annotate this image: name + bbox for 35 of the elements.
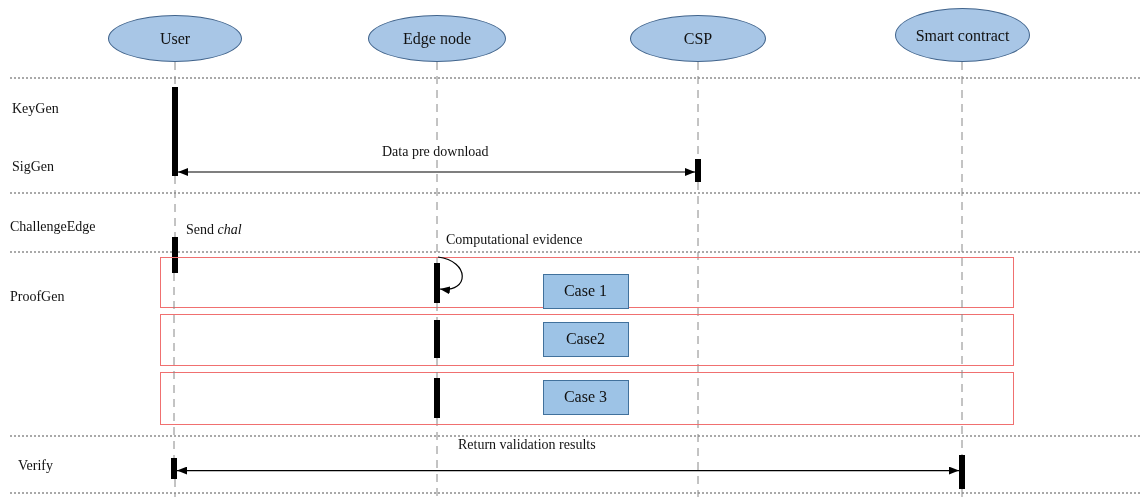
activation-bar	[959, 455, 965, 489]
participant-box: CSP	[630, 15, 766, 62]
case-box: Case 3	[542, 379, 629, 415]
activation-bar	[171, 458, 177, 479]
participant-box: User	[108, 15, 242, 62]
participant-box: Smart contract	[895, 8, 1030, 62]
lifeline	[173, 272, 175, 459]
phase-label: Verify	[18, 458, 53, 474]
case-box: Case2	[542, 321, 629, 357]
case-frame	[160, 372, 1014, 425]
arrow	[176, 466, 960, 475]
lifeline	[174, 175, 176, 238]
activation-bar	[172, 237, 178, 273]
phase-label: SigGen	[12, 159, 54, 175]
lifeline	[436, 61, 438, 264]
phase-label: KeyGen	[12, 101, 59, 117]
self-arrow	[437, 256, 463, 294]
case-frame	[160, 257, 1014, 308]
case-box: Case 1	[542, 273, 629, 309]
activation-bar	[433, 319, 440, 358]
edge-label: Data pre download	[380, 144, 491, 160]
activation-bar	[433, 377, 440, 418]
arrow	[177, 168, 696, 176]
edge-label: Computational evidence	[444, 232, 585, 248]
lifeline	[436, 302, 438, 321]
activation-bar	[433, 262, 440, 303]
lifeline	[961, 61, 963, 456]
message-label: Send chal	[186, 222, 242, 238]
activation-bar	[695, 159, 701, 182]
lifeline	[436, 357, 438, 379]
participant-box: Edge node	[368, 15, 506, 62]
phase-label: ProofGen	[10, 289, 65, 305]
case-frame	[160, 314, 1014, 366]
phase-label: ChallengeEdge	[10, 219, 96, 235]
activation-bar	[172, 87, 178, 176]
